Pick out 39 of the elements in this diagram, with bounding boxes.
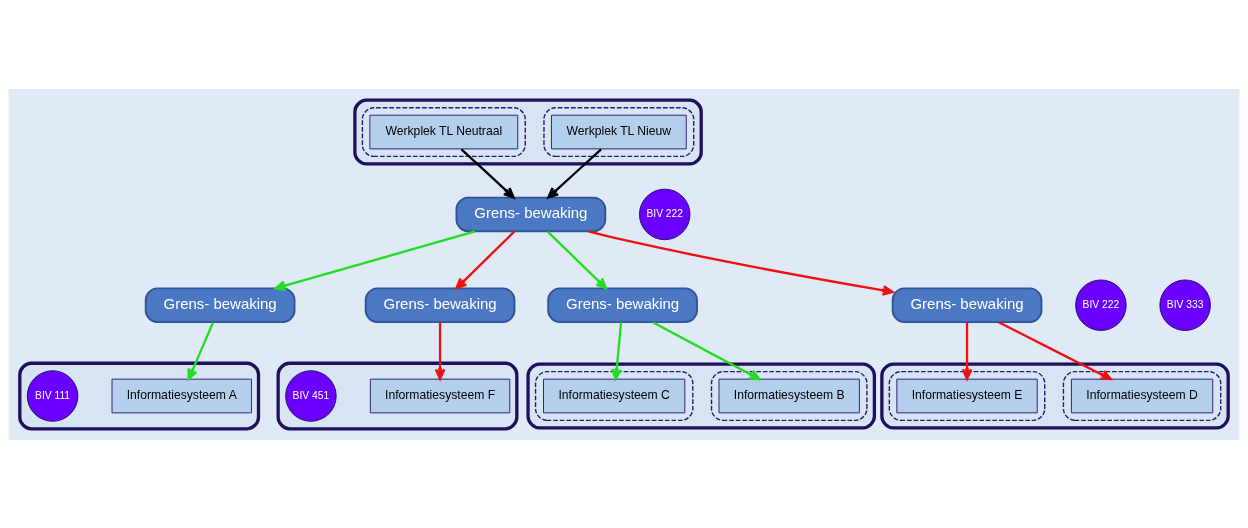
node-circle: BIV 333 [1159,278,1211,331]
node-box: Informatiesysteem E [896,378,1038,413]
cluster [880,362,1230,429]
node-box: Grens- bewaking [144,286,296,323]
arrow [588,229,894,296]
arrow [546,230,608,289]
arrow [274,229,476,291]
node-box: Informatiesysteem B [718,378,860,413]
node-box: Werkplek TL Neutraal [369,114,519,149]
cluster [534,370,694,421]
cluster [543,106,695,157]
cluster [18,361,261,430]
cluster [353,98,703,165]
arrow [455,230,516,289]
node-box: Informatiesysteem A [111,378,252,413]
node-box: Informatiesysteem F [369,378,511,413]
node-box: Grens- bewaking [364,286,516,323]
node-circle: BIV 111 [26,369,79,422]
node-circle: BIV 222 [1075,278,1127,331]
node-box: Informatiesysteem D [1070,378,1214,413]
node-box: Grens- bewaking [455,196,607,232]
node-circle: BIV 451 [285,369,337,422]
arrow [187,321,215,380]
node-box: Werkplek TL Nieuw [551,114,687,149]
arrow [547,147,602,199]
cluster [888,370,1046,421]
node-box: Grens- bewaking [547,286,698,323]
node-box: Grens- bewaking [891,286,1043,323]
arrow [998,320,1112,380]
arrow [434,321,446,380]
node-box: Informatiesysteem C [543,378,686,413]
arrow [961,321,973,380]
arrow [652,320,761,380]
node-circle: BIV 222 [638,188,691,240]
cluster [276,361,519,430]
cluster [361,106,526,157]
arrow [460,147,515,199]
cluster [526,362,876,429]
arrow [611,321,623,380]
